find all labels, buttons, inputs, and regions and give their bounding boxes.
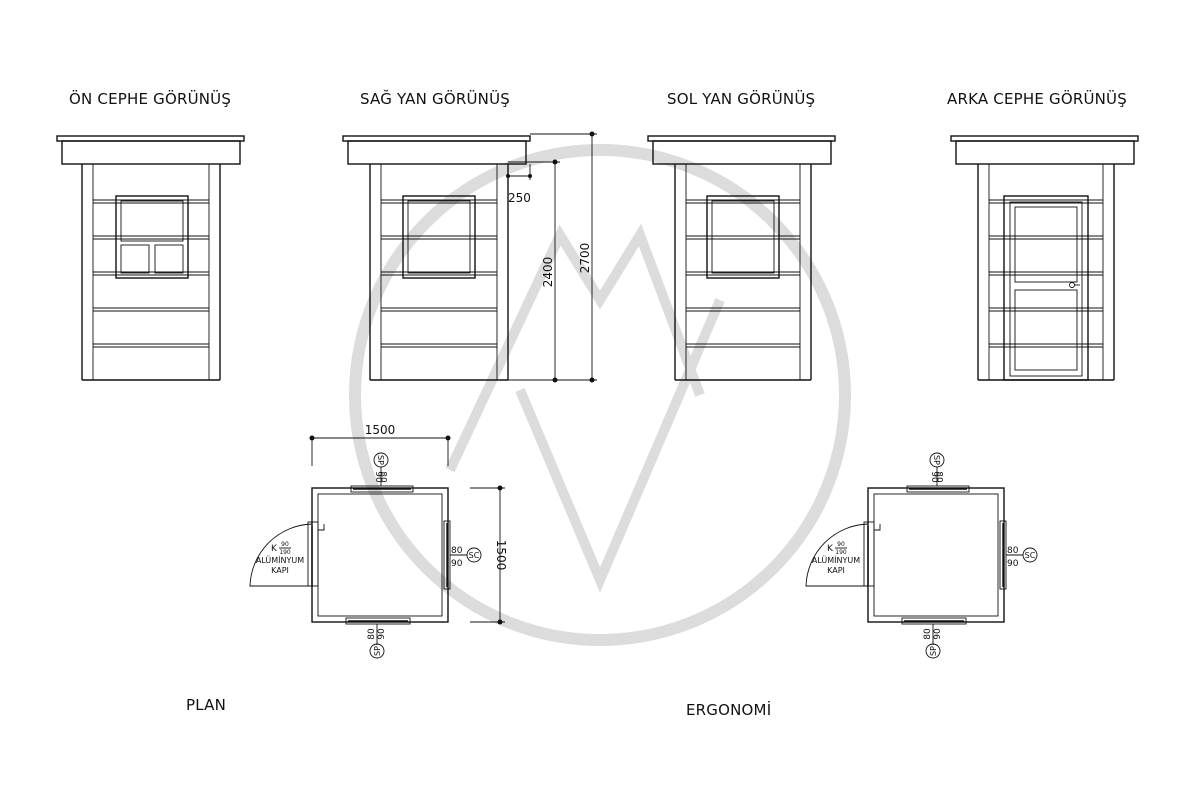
right-view-dimensions: 250 2400 2700 — [506, 131, 597, 383]
svg-text:190: 190 — [279, 549, 291, 556]
svg-text:80: 80 — [923, 628, 933, 640]
svg-text:SP: SP — [373, 646, 382, 656]
svg-text:SC: SC — [1025, 551, 1036, 560]
svg-text:ALÜMİNYUM: ALÜMİNYUM — [256, 555, 304, 565]
left-window — [706, 195, 780, 279]
svg-text:K: K — [271, 544, 278, 554]
ergonomi-door-label: K 90 190 ALÜMİNYUM KAPI — [812, 541, 860, 575]
svg-text:90: 90 — [1007, 559, 1019, 569]
plan-depth-dimension: 1500 — [494, 540, 508, 571]
right-window — [402, 195, 476, 279]
front-window — [115, 195, 189, 279]
svg-text:SP: SP — [376, 455, 385, 465]
svg-text:SC: SC — [469, 551, 480, 560]
overhang-dimension: 250 — [508, 191, 531, 205]
svg-text:KAPI: KAPI — [271, 566, 289, 575]
plan-door-label: K 90 190 ALÜMİNYUM KAPI — [256, 541, 304, 575]
back-view — [950, 135, 1139, 381]
watermark-logo — [349, 144, 851, 646]
front-view — [56, 135, 245, 381]
svg-text:80: 80 — [1007, 546, 1019, 556]
back-door — [1003, 195, 1089, 381]
back-view-title: ARKA CEPHE GÖRÜNÜŞ — [947, 90, 1127, 108]
svg-text:90: 90 — [933, 628, 943, 640]
svg-text:90: 90 — [451, 559, 463, 569]
ergonomi-bottom-window-tag: SP 80 90 — [923, 624, 943, 659]
svg-text:SP: SP — [932, 455, 941, 465]
front-view-title: ÖN CEPHE GÖRÜNÜŞ — [69, 90, 232, 108]
plan-width-dimension: 1500 — [365, 423, 396, 437]
svg-text:80: 80 — [933, 471, 943, 483]
plan-bottom-window-tag: SP 80 90 — [367, 624, 387, 659]
ergonomi-top-window-tag: SP 90 80 — [929, 452, 945, 486]
svg-text:K: K — [827, 544, 834, 554]
svg-text:SP: SP — [929, 646, 938, 656]
svg-text:ALÜMİNYUM: ALÜMİNYUM — [812, 555, 860, 565]
plan-right-window-tag: 80 90 SC — [450, 546, 482, 569]
svg-text:80: 80 — [451, 546, 463, 556]
svg-text:KAPI: KAPI — [827, 566, 845, 575]
svg-text:90: 90 — [373, 471, 383, 483]
plan-top-window-tag: SP 90 80 — [373, 452, 389, 486]
total-height-dimension: 2700 — [578, 243, 592, 274]
plan-drawing: 1500 1500 SP 90 80 SP 80 90 — [249, 423, 508, 659]
svg-text:80: 80 — [377, 471, 387, 483]
svg-text:90: 90 — [837, 541, 845, 548]
ergonomi-drawing: SP 90 80 SP 80 90 80 90 SC K 90 — [805, 452, 1038, 659]
wall-height-dimension: 2400 — [541, 257, 555, 288]
left-view — [647, 135, 836, 381]
svg-text:190: 190 — [835, 549, 847, 556]
right-view: 250 2400 2700 — [342, 131, 597, 383]
plan-label: PLAN — [186, 696, 227, 714]
svg-text:90: 90 — [281, 541, 289, 548]
svg-text:90: 90 — [929, 471, 939, 483]
left-view-title: SOL YAN GÖRÜNÜŞ — [667, 90, 816, 108]
ergonomi-label: ERGONOMİ — [686, 701, 772, 719]
svg-text:90: 90 — [377, 628, 387, 640]
ergonomi-right-window-tag: 80 90 SC — [1006, 546, 1038, 569]
right-view-title: SAĞ YAN GÖRÜNÜŞ — [360, 90, 510, 108]
svg-text:80: 80 — [367, 628, 377, 640]
